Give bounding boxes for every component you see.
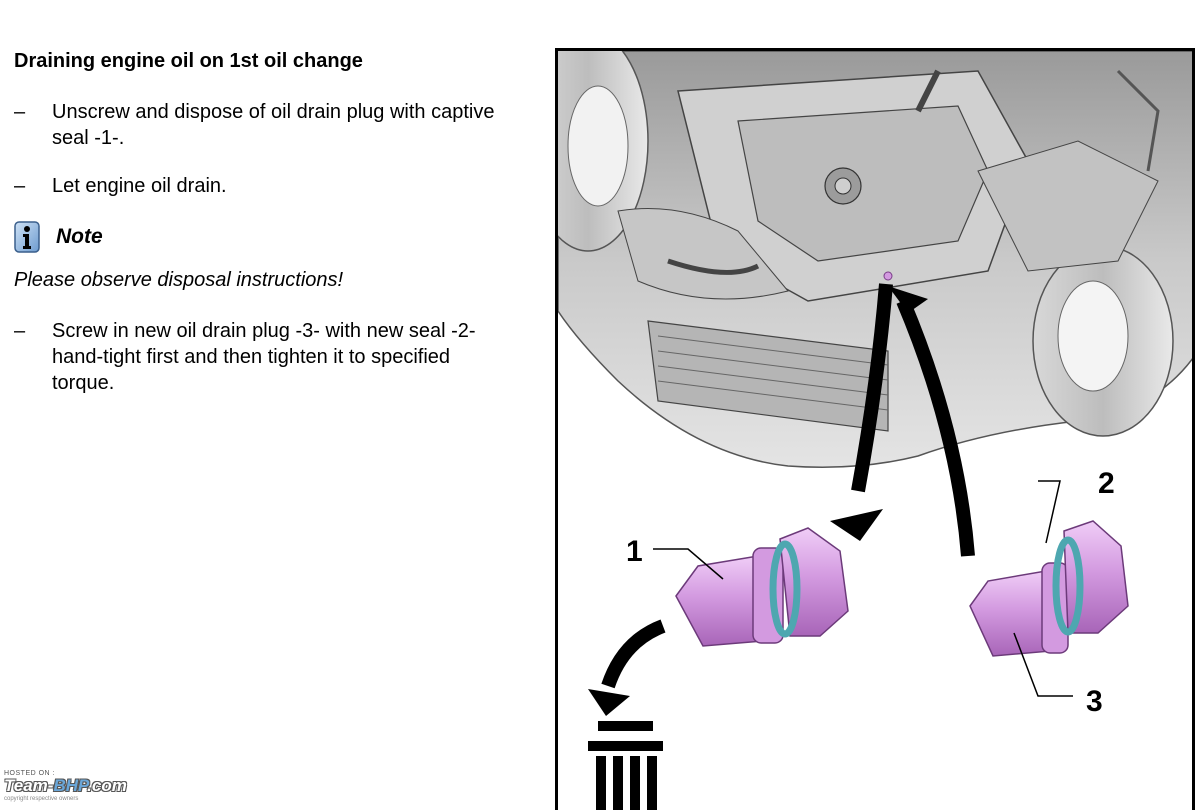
info-icon	[14, 221, 40, 253]
illustration-svg: 1 2 3	[558, 51, 1192, 810]
watermark-logo: Team-BHP.com	[4, 776, 127, 795]
dispose-arrow	[588, 619, 666, 716]
callout-1: 1	[626, 535, 643, 568]
new-drain-plug	[969, 520, 1129, 657]
watermark-hosted: HOSTED ON :	[4, 770, 56, 777]
bullet-dash: –	[14, 101, 26, 123]
install-arrow	[888, 286, 975, 557]
trash-bin-icon	[588, 721, 663, 810]
service-illustration: 1 2 3	[555, 48, 1195, 810]
callout-3: 3	[1086, 685, 1103, 718]
note-label: Note	[56, 225, 103, 248]
car-underbody	[558, 51, 1192, 468]
step-item: – Let engine oil drain.	[14, 173, 512, 199]
drain-point	[883, 271, 893, 281]
section-heading: Draining engine oil on 1st oil change	[14, 50, 363, 72]
old-drain-plug	[675, 527, 849, 647]
callout-2: 2	[1098, 467, 1115, 500]
note-text: Please observe disposal instructions!	[14, 269, 344, 291]
step-text: Unscrew and dispose of oil drain plug wi…	[52, 101, 495, 149]
note-block: Note	[14, 221, 103, 253]
watermark: HOSTED ON : Team-BHP.com copyright respe…	[4, 770, 127, 802]
removal-arrow	[830, 283, 893, 541]
watermark-copyright: copyright respective owners	[4, 796, 79, 802]
step-text: Screw in new oil drain plug -3- with new…	[52, 320, 476, 394]
step-item: – Screw in new oil drain plug -3- with n…	[14, 318, 512, 396]
bullet-dash: –	[14, 175, 26, 197]
step-item: – Unscrew and dispose of oil drain plug …	[14, 99, 512, 151]
new-seal	[1052, 536, 1084, 636]
callout-leaders	[653, 480, 1073, 697]
step-text: Let engine oil drain.	[52, 175, 227, 197]
bullet-dash: –	[14, 320, 26, 342]
